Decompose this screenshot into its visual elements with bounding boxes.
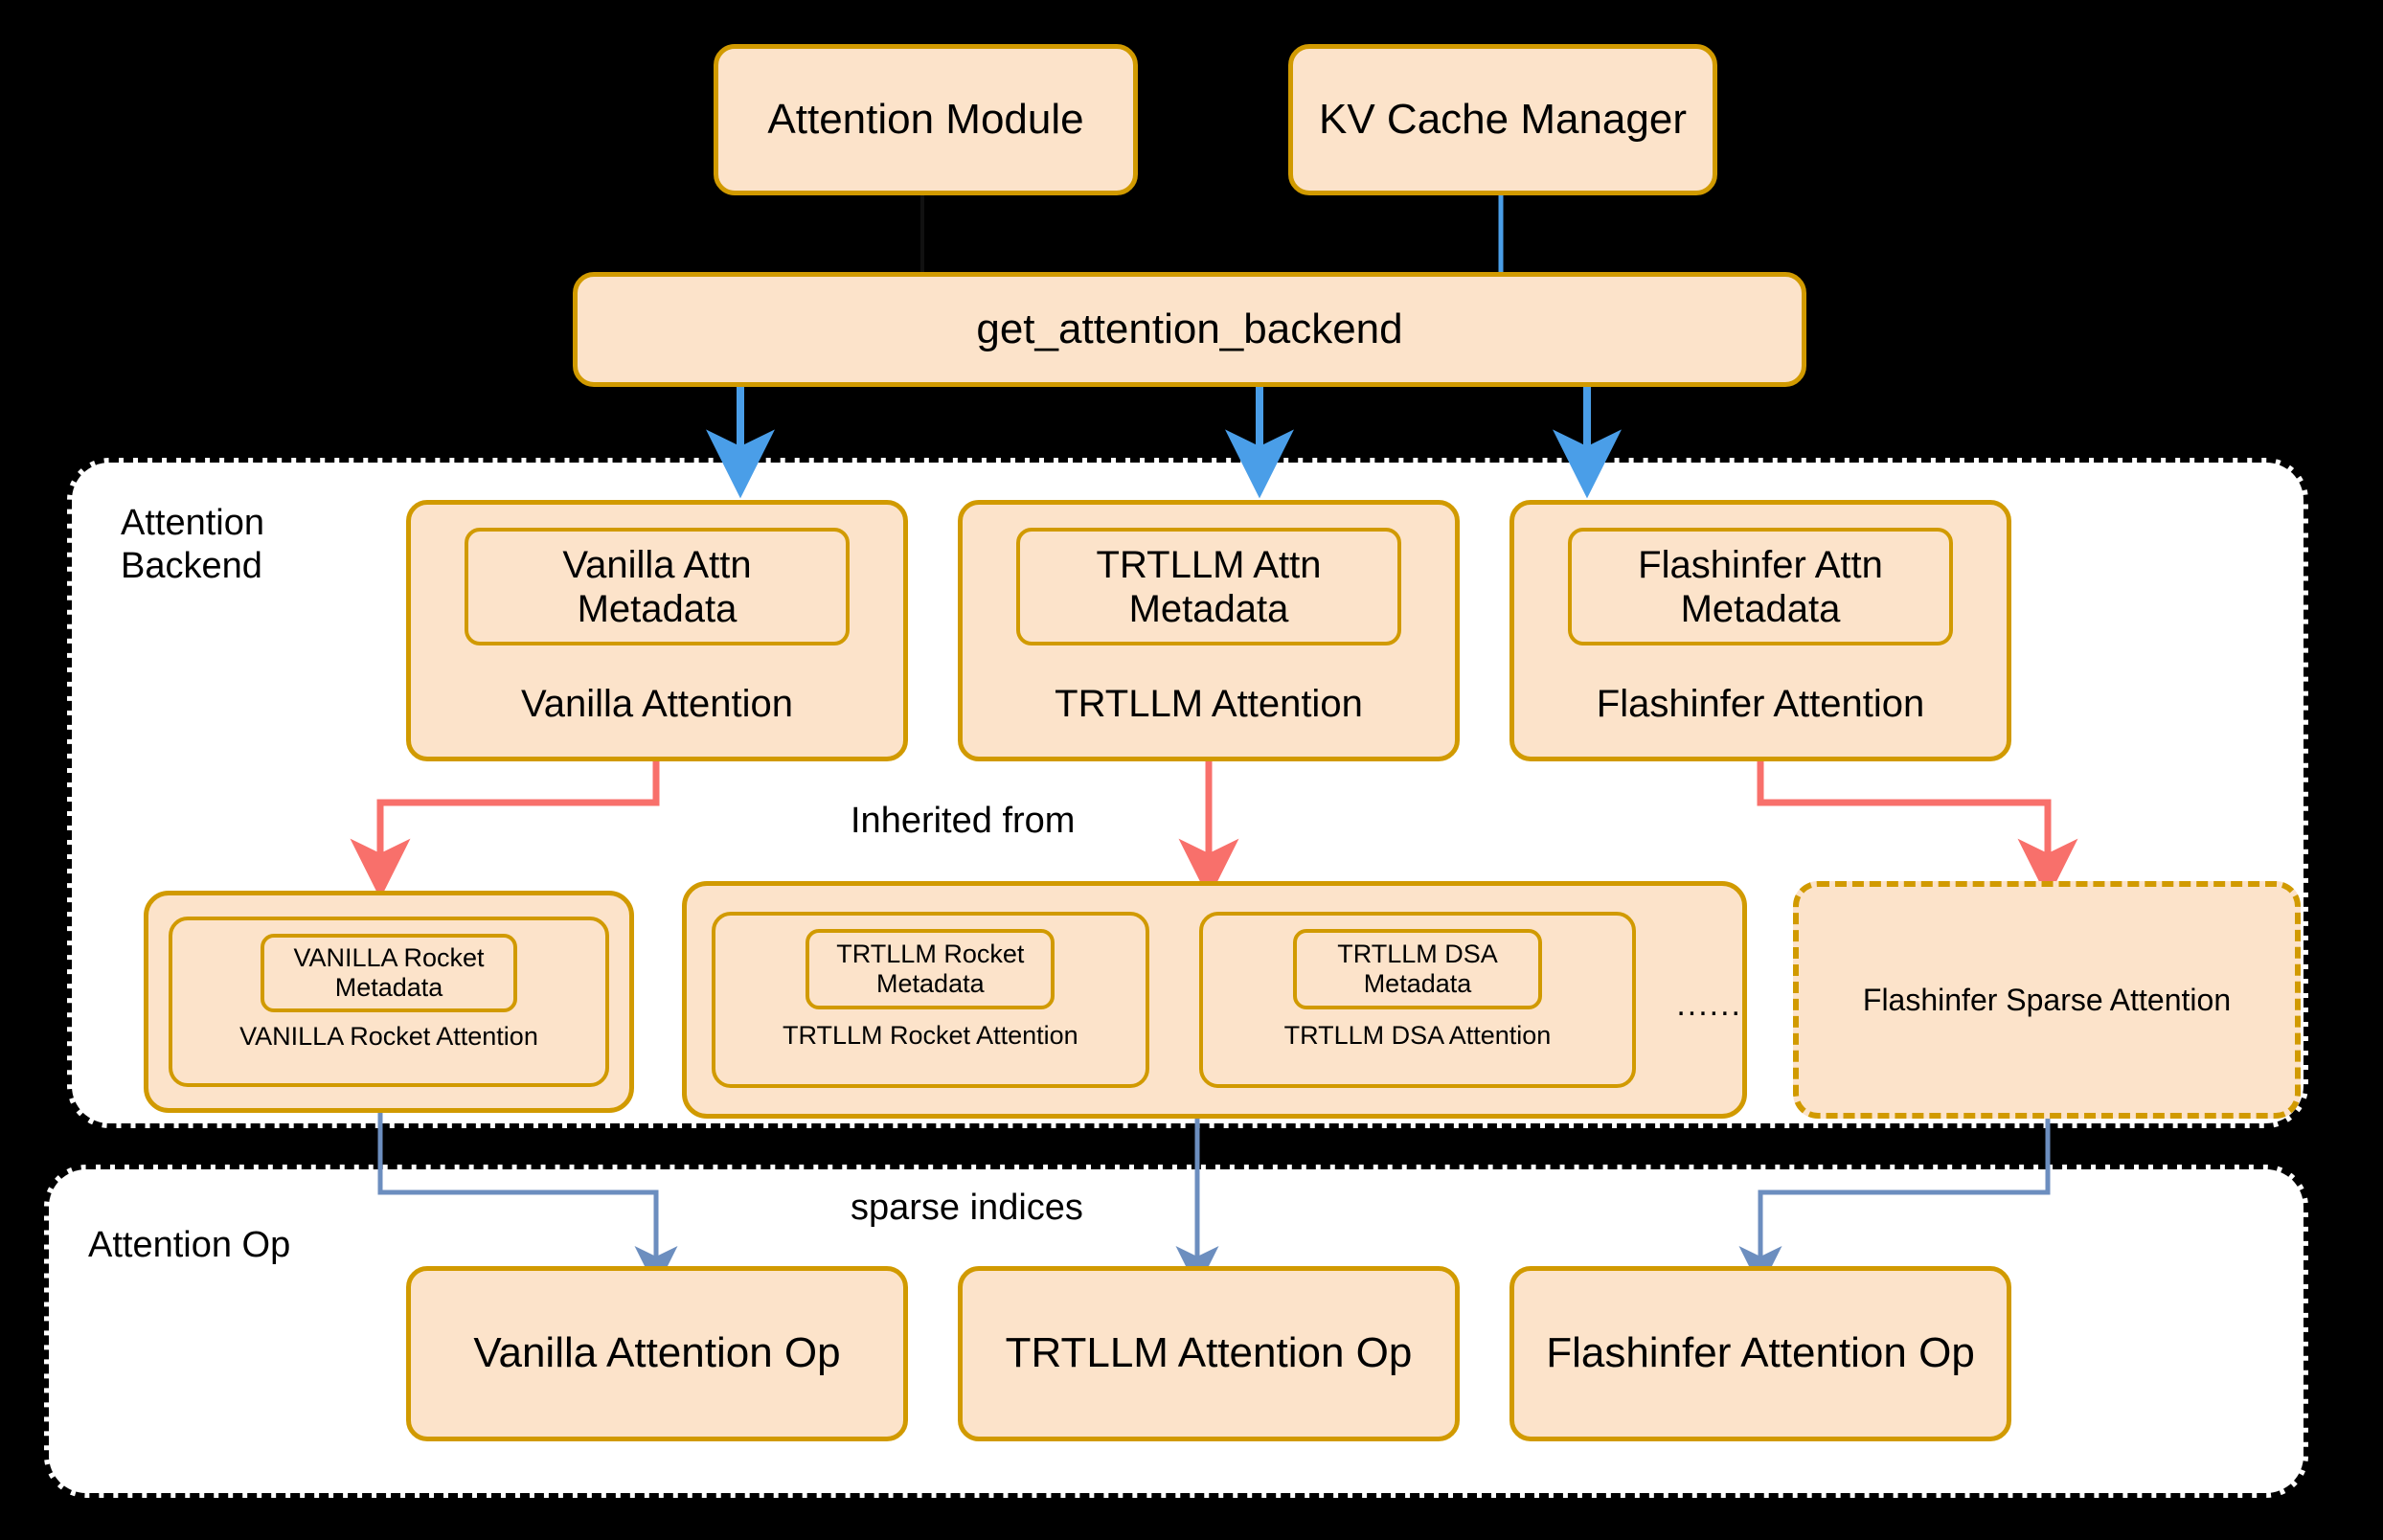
vanilla-attn-metadata-label: Vanilla Attn Metadata	[562, 543, 752, 630]
vanilla-attention-name: Vanilla Attention	[521, 683, 793, 725]
trtllm-dsa-metadata-label: TRTLLM DSA Metadata	[1337, 939, 1498, 998]
vanilla-attention-op-label: Vanilla Attention Op	[473, 1329, 841, 1377]
trtllm-attn-metadata-box[interactable]: TRTLLM Attn Metadata	[1016, 528, 1401, 645]
vanilla-rocket-metadata-box[interactable]: VANILLA Rocket Metadata	[261, 934, 517, 1012]
kv-cache-manager-box[interactable]: KV Cache Manager	[1288, 44, 1717, 195]
more-backends-ellipsis: ......	[1676, 986, 1742, 1024]
trtllm-rocket-metadata-label: TRTLLM Rocket Metadata	[836, 939, 1025, 998]
vanilla-rocket-attention-name: VANILLA Rocket Attention	[239, 1022, 538, 1051]
trtllm-dsa-attention-name: TRTLLM DSA Attention	[1283, 1021, 1552, 1050]
flashinfer-sparse-attention-box[interactable]: Flashinfer Sparse Attention	[1793, 881, 2301, 1119]
get-attention-backend-box[interactable]: get_attention_backend	[573, 272, 1806, 387]
flashinfer-attention-name: Flashinfer Attention	[1596, 683, 1925, 725]
attention-module-label: Attention Module	[767, 95, 1084, 143]
vanilla-rocket-attention-card[interactable]: VANILLA Rocket Metadata VANILLA Rocket A…	[169, 917, 609, 1087]
trtllm-attention-backend-card[interactable]: TRTLLM Attn Metadata TRTLLM Attention	[958, 500, 1460, 761]
vanilla-attention-backend-card[interactable]: Vanilla Attn Metadata Vanilla Attention	[406, 500, 908, 761]
flashinfer-attn-metadata-box[interactable]: Flashinfer Attn Metadata	[1568, 528, 1953, 645]
flashinfer-attention-op-label: Flashinfer Attention Op	[1546, 1329, 1975, 1377]
flashinfer-attn-metadata-label: Flashinfer Attn Metadata	[1638, 543, 1883, 630]
flashinfer-sparse-attention-label: Flashinfer Sparse Attention	[1862, 982, 2232, 1017]
trtllm-dsa-metadata-box[interactable]: TRTLLM DSA Metadata	[1292, 929, 1542, 1009]
vanilla-sparse-container: VANILLA Rocket Metadata VANILLA Rocket A…	[144, 891, 634, 1113]
vanilla-attn-metadata-box[interactable]: Vanilla Attn Metadata	[465, 528, 850, 645]
attention-backend-group-label: Attention Backend	[121, 503, 264, 586]
trtllm-rocket-attention-name: TRTLLM Rocket Attention	[783, 1021, 1078, 1050]
trtllm-attention-op-box[interactable]: TRTLLM Attention Op	[958, 1266, 1460, 1441]
trtllm-rocket-attention-card[interactable]: TRTLLM Rocket Metadata TRTLLM Rocket Att…	[712, 912, 1149, 1088]
trtllm-sparse-container: TRTLLM Rocket Metadata TRTLLM Rocket Att…	[682, 881, 1747, 1119]
flashinfer-attention-op-box[interactable]: Flashinfer Attention Op	[1509, 1266, 2011, 1441]
attention-op-group-label: Attention Op	[88, 1225, 291, 1265]
vanilla-rocket-metadata-label: VANILLA Rocket Metadata	[293, 942, 485, 1002]
trtllm-dsa-attention-card[interactable]: TRTLLM DSA Metadata TRTLLM DSA Attention	[1198, 912, 1637, 1088]
sparse-indices-label: sparse indices	[851, 1188, 1083, 1228]
trtllm-attention-name: TRTLLM Attention	[1055, 683, 1363, 725]
trtllm-attn-metadata-label: TRTLLM Attn Metadata	[1096, 543, 1322, 630]
kv-cache-manager-label: KV Cache Manager	[1319, 95, 1687, 143]
vanilla-attention-op-box[interactable]: Vanilla Attention Op	[406, 1266, 908, 1441]
flashinfer-attention-backend-card[interactable]: Flashinfer Attn Metadata Flashinfer Atte…	[1509, 500, 2011, 761]
get-attention-backend-label: get_attention_backend	[976, 305, 1403, 352]
inherited-from-label: Inherited from	[851, 801, 1076, 841]
trtllm-rocket-metadata-box[interactable]: TRTLLM Rocket Metadata	[806, 929, 1055, 1009]
trtllm-attention-op-label: TRTLLM Attention Op	[1005, 1329, 1413, 1377]
attention-module-box[interactable]: Attention Module	[714, 44, 1138, 195]
